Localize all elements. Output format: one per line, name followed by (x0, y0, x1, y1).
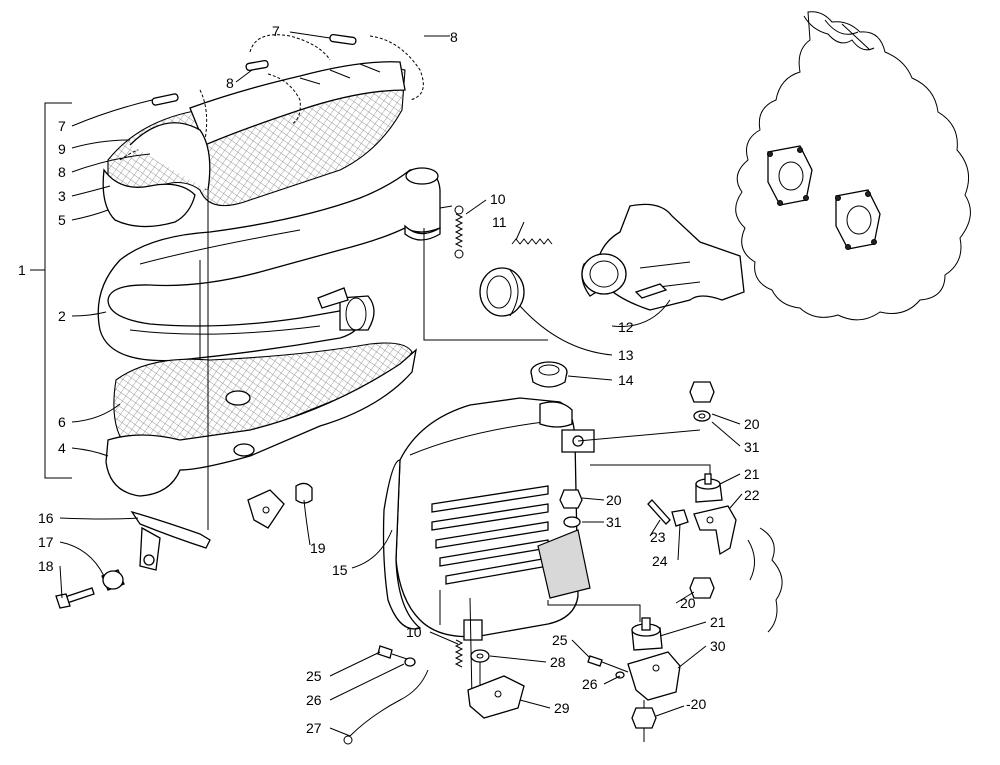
callout-3: 3 (58, 188, 66, 204)
callout-17: 17 (38, 534, 54, 550)
callout-8: 8 (226, 75, 234, 91)
cable-27 (343, 669, 429, 745)
spring-10-bottom (454, 639, 464, 668)
callout-12: 12 (618, 319, 634, 335)
callout-27: 27 (306, 720, 322, 736)
callout-22: 22 (744, 487, 760, 503)
exhaust-manifold-12 (581, 203, 745, 311)
seal-ring-13 (479, 267, 525, 317)
callout-1: 1 (18, 262, 26, 278)
nut-24 (671, 509, 689, 527)
callout-24: 24 (652, 553, 668, 569)
rubber-mount-21-top (695, 473, 723, 503)
callout-4: 4 (58, 440, 66, 456)
callout-28: 28 (550, 654, 566, 670)
spring-10-top (439, 205, 464, 259)
nut-20-top (689, 381, 715, 422)
callout-16: 16 (38, 510, 54, 526)
callout-31: 31 (744, 439, 760, 455)
callout-19: 19 (310, 540, 326, 556)
bolt-25-right (587, 655, 629, 673)
callout-20: 20 (744, 416, 760, 432)
callout-10: 10 (406, 624, 422, 640)
leader-lines (199, 190, 711, 712)
engine-block (735, 11, 971, 321)
callout-11: 11 (492, 214, 507, 230)
callout-13: 13 (618, 347, 634, 363)
callout-26: 26 (306, 692, 322, 708)
bolt-25-left (377, 645, 411, 661)
callout-9: 9 (58, 141, 66, 157)
assembly-bracket-1 (30, 102, 72, 479)
callout-21: 21 (744, 466, 760, 482)
callout-leaders (59, 31, 743, 737)
callout-25: 25 (552, 632, 568, 648)
callout-20: -20 (686, 696, 707, 712)
callout-20: 20 (606, 492, 622, 508)
callout-8: 8 (58, 164, 66, 180)
exhaust-port-lower (835, 189, 881, 250)
lower-heat-shield (105, 342, 417, 497)
nut-20-mid (559, 489, 583, 528)
callout-14: 14 (618, 372, 634, 388)
callout-10: 10 (490, 191, 506, 207)
rear-bracket-16 (130, 510, 211, 571)
muffler-15 (382, 397, 595, 641)
exhaust-port-upper (767, 145, 813, 206)
callout-29: 29 (554, 700, 570, 716)
callout-23: 23 (650, 529, 666, 545)
callout-25: 25 (306, 668, 322, 684)
clamp-springs (119, 33, 424, 191)
callout-26: 26 (582, 676, 598, 692)
frame-edge (747, 527, 783, 633)
rubber-mount-17 (101, 569, 125, 591)
bracket-30 (627, 651, 681, 701)
spring-11 (511, 238, 553, 245)
bracket-plate-19 (247, 482, 313, 529)
callout-18: 18 (38, 558, 54, 574)
washer-28 (470, 649, 490, 663)
callout-21: 21 (710, 614, 726, 630)
callout-8: 8 (450, 29, 458, 45)
callout-31: 31 (606, 514, 622, 530)
callout-5: 5 (58, 212, 66, 228)
nut-20-right (689, 577, 715, 599)
callout-7: 7 (272, 23, 280, 39)
grommet-14 (530, 361, 568, 388)
callout-6: 6 (58, 414, 66, 430)
washer-26-left (404, 657, 416, 667)
bracket-22 (693, 505, 737, 556)
callout-15: 15 (332, 562, 348, 578)
callout-20: 20 (680, 595, 696, 611)
bracket-29 (467, 675, 525, 719)
bolt-18 (55, 587, 95, 609)
rubber-mount-21-bottom (631, 617, 663, 651)
callout-7: 7 (58, 118, 66, 134)
nut-20-bottom (631, 700, 657, 742)
callout-30: 30 (710, 638, 726, 654)
bolt-23 (647, 499, 671, 525)
expansion-chamber (97, 167, 441, 362)
callout-2: 2 (58, 308, 66, 324)
